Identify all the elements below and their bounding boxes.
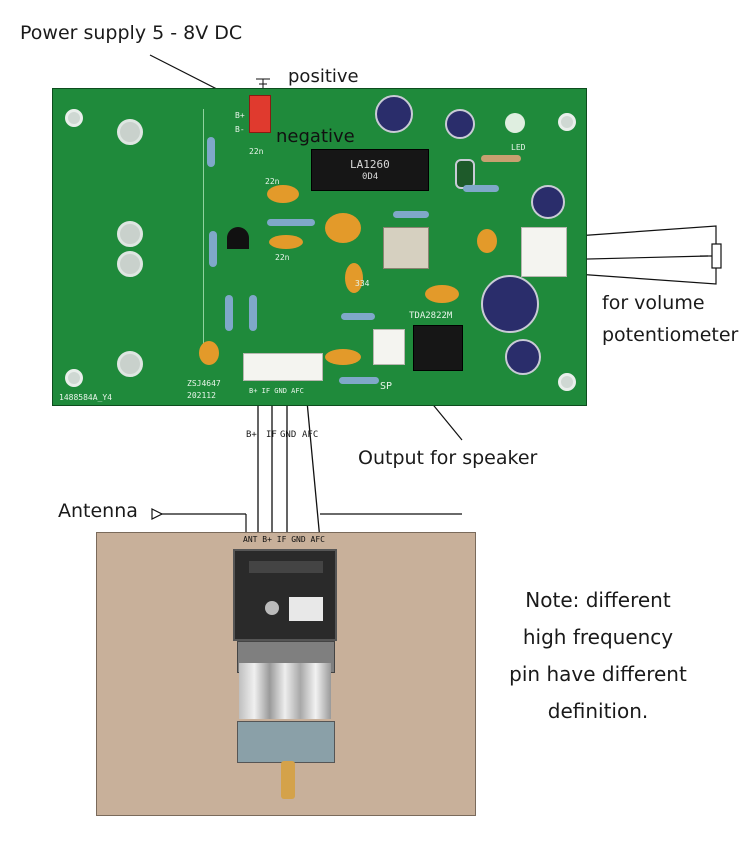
electrolytic-capacitor — [481, 275, 539, 333]
antenna-label: Antenna — [58, 500, 138, 522]
main-ic-label: LA1260 — [350, 158, 390, 171]
note-line: Note: different — [478, 582, 718, 619]
power-supply-label: Power supply 5 - 8V DC — [20, 22, 242, 44]
electrolytic-capacitor — [505, 339, 541, 375]
mounting-hole — [558, 113, 576, 131]
tuner-pin-gnd: GND — [291, 535, 305, 544]
speaker-port-label: SP — [380, 381, 392, 392]
electrolytic-capacitor — [375, 95, 413, 133]
note-line: high frequency — [478, 619, 718, 656]
note-line: definition. — [478, 693, 718, 730]
tuner-capacitor-cylinders — [239, 663, 331, 719]
tuner-pin-ant: ANT — [243, 535, 257, 544]
tuner-photo: ANT B+ IF GND AFC — [96, 532, 476, 816]
resistor — [341, 313, 375, 320]
tuner-pin-bplus: B+ — [262, 535, 272, 544]
connector-pin-labels: B+ IF GND AFC — [249, 387, 304, 395]
pin-label-bplus: B+ — [246, 430, 257, 440]
board-date: 202112 — [187, 391, 216, 400]
ceramic-capacitor — [425, 285, 459, 303]
potentiometer-symbol — [712, 244, 721, 268]
c-334: 334 — [355, 279, 369, 288]
volume-label-line2: potentiometer — [602, 324, 738, 346]
ceramic-capacitor — [269, 235, 303, 249]
led-label: LED — [511, 143, 525, 152]
resistor — [481, 155, 521, 162]
solder-pad — [117, 351, 143, 377]
electrolytic-capacitor — [531, 185, 565, 219]
cap-22n-a: 22n — [265, 177, 279, 186]
amplifier-ic — [413, 325, 463, 371]
tuner-pin-labels: ANT B+ IF GND AFC — [243, 535, 325, 544]
antenna-symbol — [152, 509, 162, 519]
ceramic-capacitor — [267, 185, 299, 203]
resistor — [225, 295, 233, 331]
mounting-hole — [65, 369, 83, 387]
resistor — [249, 295, 257, 331]
ceramic-capacitor — [325, 349, 361, 365]
cap-22n-b: 22n — [275, 253, 289, 262]
resistor — [209, 231, 217, 267]
note-text: Note: different high frequency pin have … — [478, 582, 718, 730]
b-minus-mark: B- — [235, 125, 245, 134]
pin-label-afc: AFC — [302, 430, 318, 440]
resistor — [463, 185, 499, 192]
ceramic-capacitor — [477, 229, 497, 253]
pin-label-gnd: GND — [280, 430, 296, 440]
board-code: ZSJ4647 — [187, 379, 221, 388]
volume-label-line1: for volume — [602, 292, 705, 314]
note-line: pin have different — [478, 656, 718, 693]
resistor — [207, 137, 215, 167]
tuner-module-body — [233, 549, 337, 641]
positive-label: positive — [288, 66, 359, 87]
tuning-shaft — [281, 761, 295, 799]
volume-connector — [521, 227, 567, 277]
speaker-connector — [373, 329, 405, 365]
power-connector — [249, 95, 271, 133]
main-ic-sub-label: 0D4 — [362, 172, 378, 182]
board-id: 1488584A_Y4 — [59, 393, 112, 402]
b-plus-mark: B+ — [235, 111, 245, 120]
negative-label: negative — [276, 126, 355, 147]
cap-22n-c: 22n — [249, 147, 263, 156]
resistor — [339, 377, 379, 384]
mounting-hole — [65, 109, 83, 127]
resistor — [267, 219, 315, 226]
solder-pad — [117, 119, 143, 145]
transistor — [227, 227, 249, 249]
led — [505, 113, 525, 133]
ceramic-capacitor — [345, 263, 363, 293]
main-ic: LA1260 0D4 — [311, 149, 429, 191]
speaker-output-label: Output for speaker — [358, 447, 537, 469]
ceramic-capacitor — [325, 213, 361, 243]
coil-trimmer — [383, 227, 429, 269]
tuner-pin-afc: AFC — [311, 535, 325, 544]
pin-label-if: IF — [266, 430, 277, 440]
amp-ic-label: TDA2822M — [409, 311, 452, 321]
solder-pad — [117, 251, 143, 277]
solder-pad — [117, 221, 143, 247]
resistor — [393, 211, 429, 218]
tuner-pin-if: IF — [277, 535, 287, 544]
tuner-base-plate — [237, 721, 335, 763]
electrolytic-capacitor — [445, 109, 475, 139]
tuner-connector — [243, 353, 323, 381]
silkscreen-line — [203, 109, 204, 349]
ceramic-capacitor — [199, 341, 219, 365]
mounting-hole — [558, 373, 576, 391]
